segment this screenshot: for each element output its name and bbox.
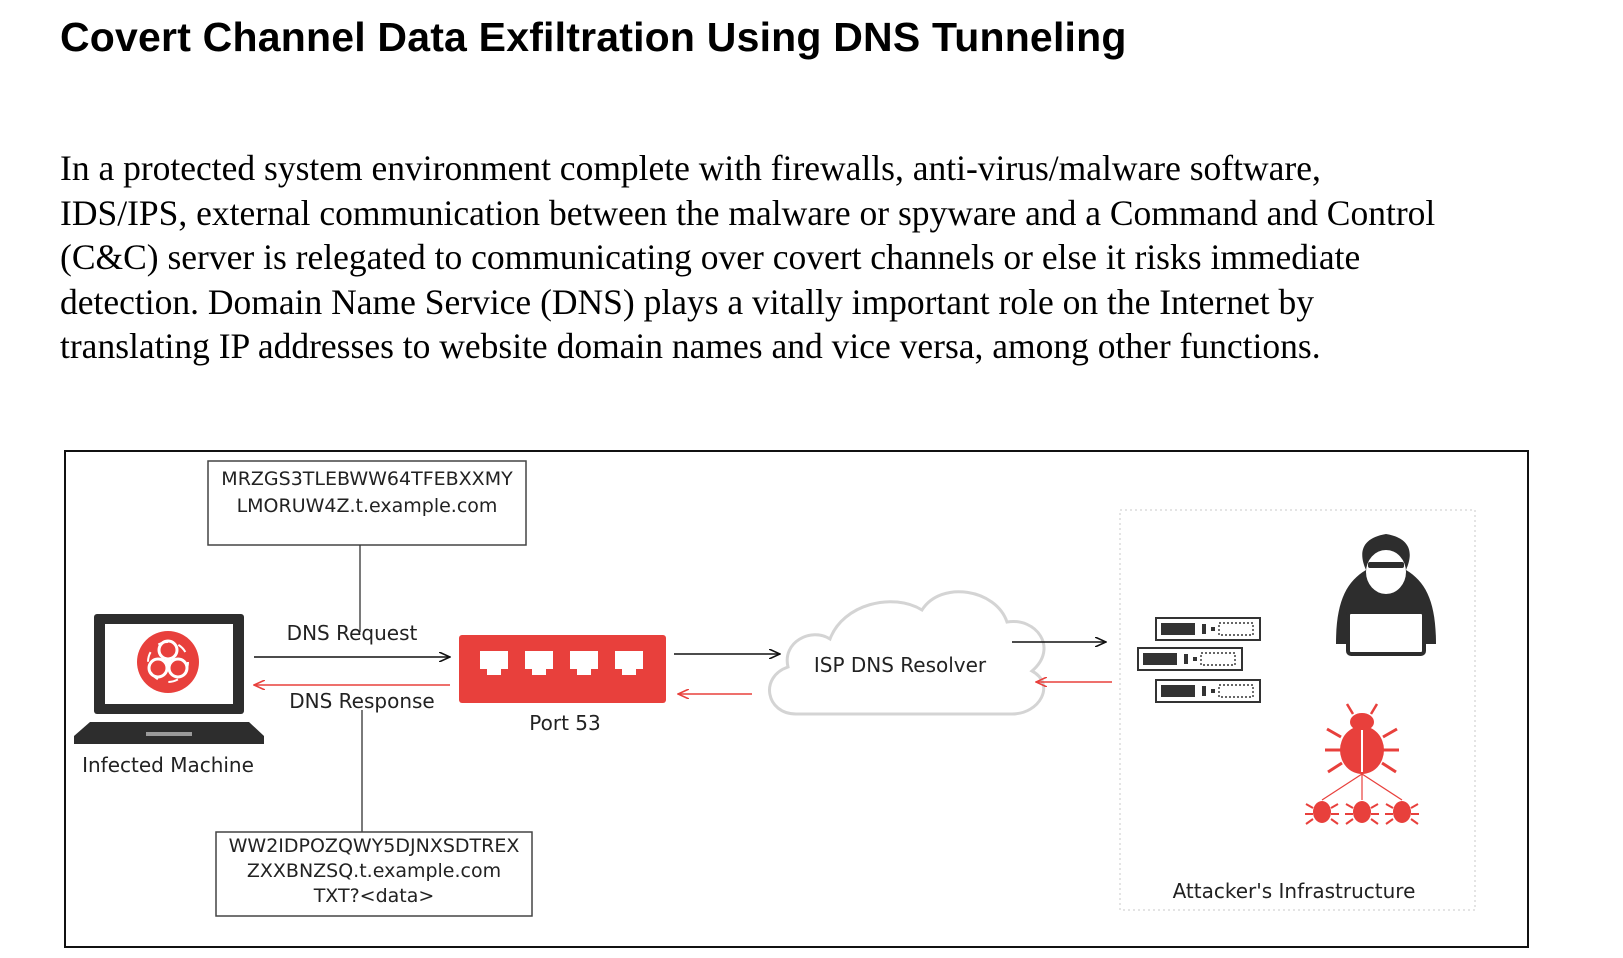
response-query-line: TXT?<data> [313,885,435,907]
response-query-line: WW2IDPOZQWY5DJNXSDTREX [229,835,520,857]
paragraph-line: IDS/IPS, external communication between … [60,192,1436,233]
intro-paragraph: In a protected system environment comple… [60,146,1590,369]
port-53-label: Port 53 [529,711,600,735]
dns-request-query-box: MRZGS3TLEBWW64TFEBXXMY LMORUW4Z.t.exampl… [207,460,527,546]
infected-machine-label: Infected Machine [82,753,254,777]
attacker-infrastructure-label: Attacker's Infrastructure [1173,879,1416,903]
request-query-line: LMORUW4Z.t.example.com [237,495,498,517]
cloud-icon [768,590,1046,716]
dns-response-query-box: WW2IDPOZQWY5DJNXSDTREX ZXXBNZSQ.t.exampl… [215,831,533,917]
hooded-hacker-icon [1336,534,1436,656]
paragraph-line: detection. Domain Name Service (DNS) pla… [60,281,1314,322]
diagram-canvas: MRZGS3TLEBWW64TFEBXXMY LMORUW4Z.t.exampl… [74,460,1476,917]
network-port-icon [459,635,666,703]
attacker-infrastructure-box [1119,509,1476,911]
biohazard-icon [137,631,199,693]
paragraph-line: (C&C) server is relegated to communicati… [60,237,1361,277]
dns-response-label: DNS Response [289,689,434,713]
paragraph-line: In a protected system environment comple… [60,148,1321,188]
server-rack-icon [1137,617,1261,703]
page-title: Covert Channel Data Exfiltration Using D… [60,14,1127,60]
dns-tunneling-diagram: MRZGS3TLEBWW64TFEBXXMY LMORUW4Z.t.exampl… [64,450,1529,948]
dns-request-label: DNS Request [287,621,418,645]
paragraph-line: translating IP addresses to website doma… [60,326,1321,366]
malware-bug-icon [1305,703,1419,825]
response-query-line: ZXXBNZSQ.t.example.com [247,860,501,882]
isp-dns-resolver-label: ISP DNS Resolver [814,653,987,677]
request-query-line: MRZGS3TLEBWW64TFEBXXMY [221,468,513,490]
